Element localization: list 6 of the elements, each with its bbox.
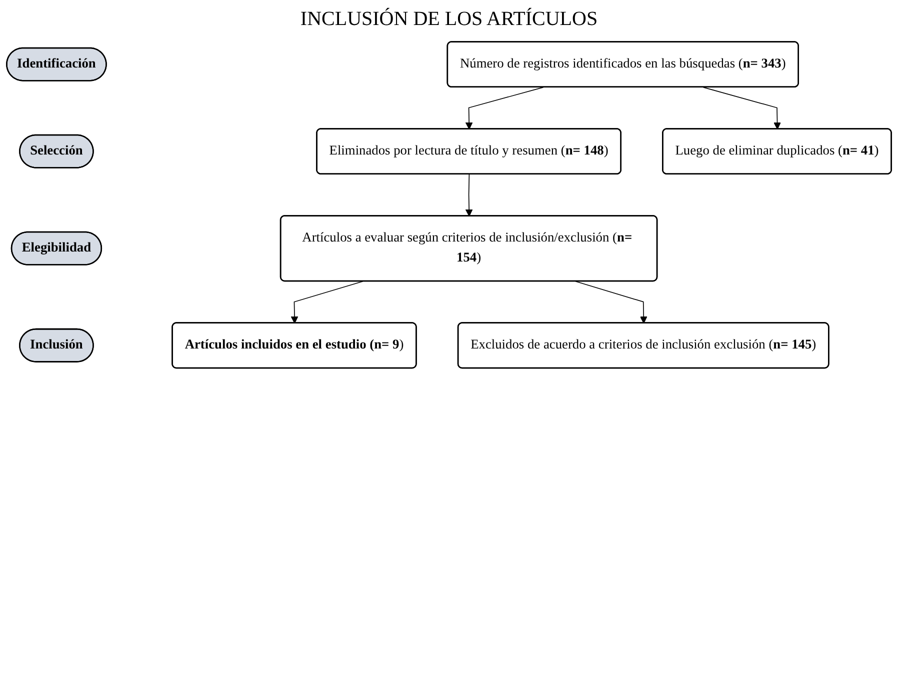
arrow: [702, 86, 781, 130]
arrow: [575, 280, 648, 324]
arrow: [465, 86, 544, 130]
arrow: [290, 280, 364, 324]
arrow: [465, 174, 473, 216]
diagram-title: INCLUSIÓN DE LOS ARTÍCULOS: [299, 8, 599, 31]
